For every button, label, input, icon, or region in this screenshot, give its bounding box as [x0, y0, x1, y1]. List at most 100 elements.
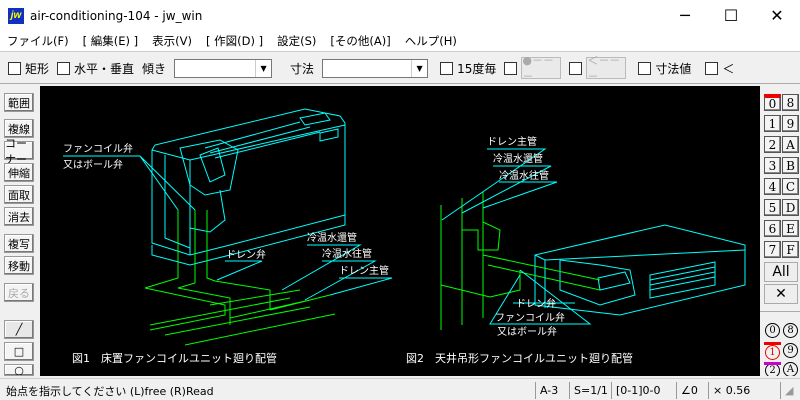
layer-status[interactable]: [0-1]0-0 — [611, 382, 673, 399]
title-bar: jw air-conditioning-104 - jw_win ─ ☐ ✕ — [0, 0, 800, 31]
chevron-down-icon[interactable]: ▼ — [255, 59, 271, 77]
chevron-down-icon[interactable]: ▼ — [411, 59, 427, 77]
offset-button[interactable]: 複線 — [4, 119, 34, 138]
layer-d-button[interactable]: D — [782, 199, 799, 216]
point-line-button[interactable]: ●－－－ — [521, 54, 562, 83]
dimval-checkbox[interactable] — [638, 61, 652, 75]
layer-c-button[interactable]: C — [782, 178, 799, 195]
fig2-fancoil-valve-label: ファンコイル弁 — [495, 311, 565, 324]
layer-group-2-button[interactable]: 2 — [764, 362, 781, 376]
fig1-return-label: 冷温水還管 — [307, 231, 357, 244]
dim-select[interactable]: ▼ — [322, 58, 429, 78]
btn1-checkbox[interactable] — [504, 61, 518, 75]
layer-group-8-button[interactable]: 8 — [782, 322, 799, 339]
layer-clear-button[interactable]: ✕ — [764, 284, 798, 304]
layer-group-label: 8 — [783, 323, 798, 338]
btn2-checkbox[interactable] — [569, 61, 583, 75]
fig1-caption: 図1 床置ファンコイルユニット廻り配管 — [72, 351, 277, 365]
layer-e-button[interactable]: E — [782, 220, 799, 237]
hv-checkbox[interactable] — [57, 61, 71, 75]
layer-2-button[interactable]: 2 — [764, 136, 781, 153]
layer-group-a-button[interactable]: A — [782, 362, 799, 376]
erase-button[interactable]: 消去 — [4, 207, 34, 226]
menu-view[interactable]: 表示(V) — [152, 34, 192, 48]
fig2-caption: 図2 天井吊形ファンコイルユニット廻り配管 — [406, 351, 633, 365]
layer-panel: 0 1 2 3 4 5 6 7 8 9 A B C D E F All ✕ 0 … — [760, 86, 800, 376]
drawing-canvas[interactable]: ファンコイル弁 又はボール弁 ドレン弁 冷温水還管 冷温水往管 ドレン主管 図1… — [40, 86, 760, 376]
fig1-supply-label: 冷温水往管 — [322, 247, 372, 260]
layer-f-button[interactable]: F — [782, 241, 799, 258]
layer-group-9-button[interactable]: 9 — [782, 342, 799, 359]
layer-group-0-button[interactable]: 0 — [764, 322, 781, 339]
maximize-button[interactable]: ☐ — [723, 6, 739, 25]
fig2-ceiling-unit — [534, 224, 746, 316]
close-button[interactable]: ✕ — [770, 6, 784, 25]
fig2-return-label: 冷温水還管 — [493, 152, 543, 165]
arrow-line-button[interactable]: ＜－－－ — [586, 54, 627, 83]
copy-button[interactable]: 複写 — [4, 234, 34, 253]
fig1-drain-valve-label: ドレン弁 — [226, 248, 266, 261]
menu-file[interactable]: ファイル(F) — [7, 34, 69, 48]
line-icon: ╱ — [15, 323, 23, 336]
scale[interactable]: S=1/1 — [569, 382, 609, 399]
range-button[interactable]: 範囲 — [4, 93, 34, 112]
deg15-label: 15度毎 — [457, 61, 497, 76]
fig1-floor-unit — [151, 108, 346, 266]
menu-other[interactable]: [その他(A)] — [330, 34, 391, 48]
menu-edit[interactable]: [ 編集(E) ] — [82, 34, 139, 48]
rect-tool-button[interactable]: □ — [4, 342, 34, 361]
layer-b-button[interactable]: B — [782, 157, 799, 174]
resize-grip-icon[interactable]: ◢ — [780, 382, 798, 399]
layer-group-1-button[interactable]: 1 — [764, 342, 781, 360]
window-title: air-conditioning-104 - jw_win — [30, 8, 203, 23]
layer-4-button[interactable]: 4 — [764, 178, 781, 195]
layer-6-button[interactable]: 6 — [764, 220, 781, 237]
fig1-drain-main-label: ドレン主管 — [339, 264, 389, 277]
status-message: 始点を指示してください (L)free (R)Read — [6, 385, 214, 398]
layer-8-button[interactable]: 8 — [782, 94, 799, 111]
layer-group-label: 1 — [765, 344, 780, 360]
rect-label: 矩形 — [25, 61, 50, 76]
angle-status[interactable]: ∠0 — [676, 382, 706, 399]
layer-7-button[interactable]: 7 — [764, 241, 781, 258]
fig1-ball-valve-label: 又はボール弁 — [63, 158, 123, 171]
tilt-select[interactable]: ▼ — [174, 58, 273, 78]
menu-draw[interactable]: [ 作図(D) ] — [205, 34, 264, 48]
move-button[interactable]: 移動 — [4, 256, 34, 275]
layer-group-label: 9 — [783, 343, 798, 358]
fig2-leaders — [441, 148, 592, 325]
rect-checkbox[interactable] — [8, 61, 21, 75]
layer-a-button[interactable]: A — [782, 136, 799, 153]
layer-3-button[interactable]: 3 — [764, 157, 781, 174]
app-icon: jw — [8, 7, 24, 24]
lt-checkbox[interactable] — [705, 61, 719, 75]
toolbar: 矩形 水平・垂直 傾き ▼ 寸法 ▼ 15度毎 ●－－－ ＜－－－ 寸法値 ＜ — [0, 53, 800, 84]
layer-9-button[interactable]: 9 — [782, 115, 799, 132]
left-tool-panel: 範囲 複線 コーナー 伸縮 面取 消去 複写 移動 戻る ╱ □ ○ — [0, 86, 40, 376]
layer-group-label: A — [783, 362, 798, 376]
corner-button[interactable]: コーナー — [4, 137, 34, 166]
undo-button[interactable]: 戻る — [4, 283, 34, 302]
zoom-status[interactable]: × 0.56 — [708, 382, 766, 399]
menu-settings[interactable]: 設定(S) — [277, 34, 317, 48]
status-bar: 始点を指示してください (L)free (R)Read A-3 S=1/1 [0… — [0, 378, 800, 400]
layer-5-button[interactable]: 5 — [764, 199, 781, 216]
layer-1-button[interactable]: 1 — [764, 115, 781, 132]
paper-size[interactable]: A-3 — [535, 382, 567, 399]
line-tool-button[interactable]: ╱ — [4, 320, 34, 339]
minimize-button[interactable]: ─ — [680, 6, 690, 25]
layer-0-button[interactable]: 0 — [764, 94, 781, 111]
cad-drawing: ファンコイル弁 又はボール弁 ドレン弁 冷温水還管 冷温水往管 ドレン主管 図1… — [63, 108, 746, 365]
tilt-label: 傾き — [142, 61, 167, 76]
menu-help[interactable]: ヘルプ(H) — [404, 34, 457, 48]
fig1-leaders — [63, 155, 393, 301]
deg15-checkbox[interactable] — [440, 61, 454, 75]
layer-group-label: 2 — [765, 365, 780, 376]
all-layers-button[interactable]: All — [764, 262, 798, 282]
circle-tool-button[interactable]: ○ — [4, 364, 34, 376]
fig2-drain-valve-label: ドレン弁 — [516, 297, 556, 310]
extend-button[interactable]: 伸縮 — [4, 163, 34, 182]
chamfer-button[interactable]: 面取 — [4, 185, 34, 204]
fig1-fancoil-valve-label: ファンコイル弁 — [63, 142, 133, 155]
menu-bar: ファイル(F) [ 編集(E) ] 表示(V) [ 作図(D) ] 設定(S) … — [0, 31, 800, 52]
